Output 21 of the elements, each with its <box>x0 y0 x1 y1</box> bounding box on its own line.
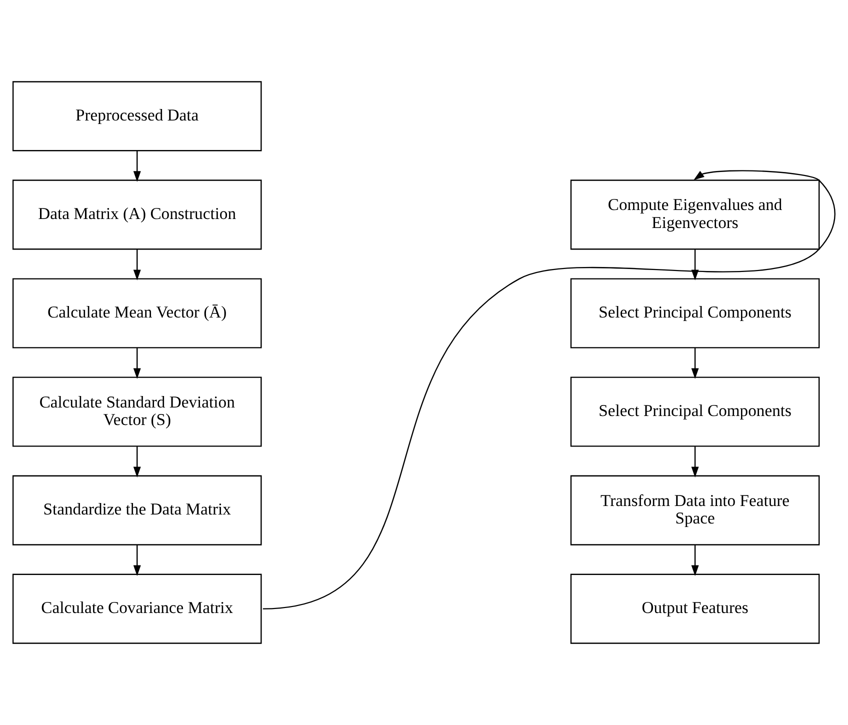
node-box: Compute Eigenvalues and Eigenvectors <box>570 180 820 250</box>
arrow <box>691 446 699 478</box>
node-box: Calculate Covariance Matrix <box>12 574 262 644</box>
node-box: Transform Data into Feature Space <box>570 475 820 546</box>
arrow <box>691 545 699 576</box>
arrow <box>133 250 141 280</box>
arrow <box>262 170 836 610</box>
arrow <box>133 545 141 576</box>
node-box: Data Matrix (A) Construction <box>12 180 262 250</box>
arrow <box>133 348 141 379</box>
arrow <box>133 151 141 182</box>
arrow <box>691 348 699 379</box>
node-box: Preprocessed Data <box>12 81 262 152</box>
node-box: Calculate Mean Vector (Ā) <box>12 278 262 348</box>
node-box: Calculate Standard Deviation Vector (S) <box>12 376 262 447</box>
node-box: Standardize the Data Matrix <box>12 475 262 546</box>
node-box: Output Features <box>570 574 820 644</box>
node-box: Select Principal Components <box>570 376 820 447</box>
arrow <box>133 446 141 478</box>
arrow <box>691 250 699 280</box>
node-box: Select Principal Components <box>570 278 820 348</box>
